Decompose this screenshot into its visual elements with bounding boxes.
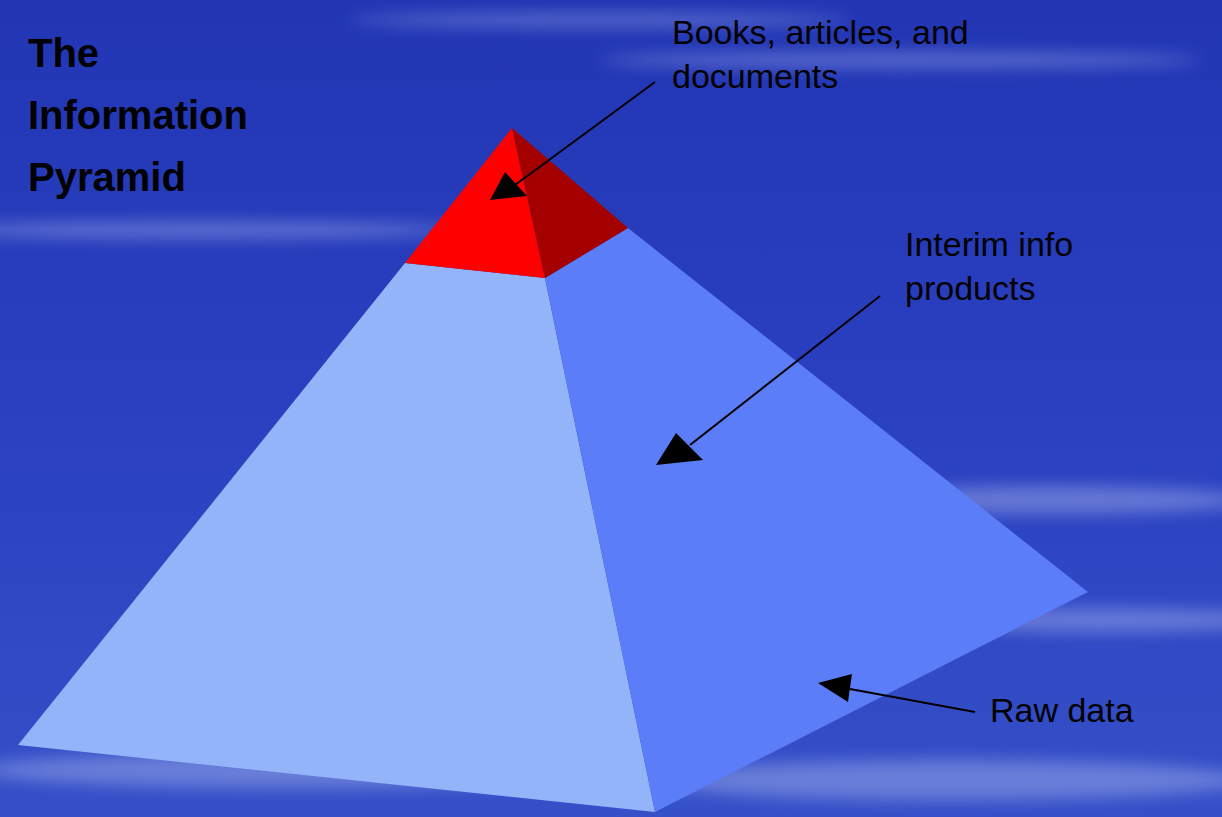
arrowhead bbox=[656, 433, 703, 465]
diagram-title: The Information Pyramid bbox=[28, 22, 328, 208]
callout-label: Books, articles, and documents bbox=[672, 10, 1002, 98]
leader-line bbox=[515, 82, 655, 185]
arrowhead bbox=[818, 674, 852, 702]
arrowhead bbox=[490, 172, 527, 200]
leader-line bbox=[690, 296, 880, 445]
arrowheads bbox=[490, 172, 852, 702]
leader-lines bbox=[515, 82, 975, 712]
leader-line bbox=[850, 689, 975, 712]
pyramid-top-right-face bbox=[512, 128, 628, 278]
callout-label: Raw data bbox=[990, 688, 1210, 732]
callout-label: Interim info products bbox=[905, 222, 1165, 310]
